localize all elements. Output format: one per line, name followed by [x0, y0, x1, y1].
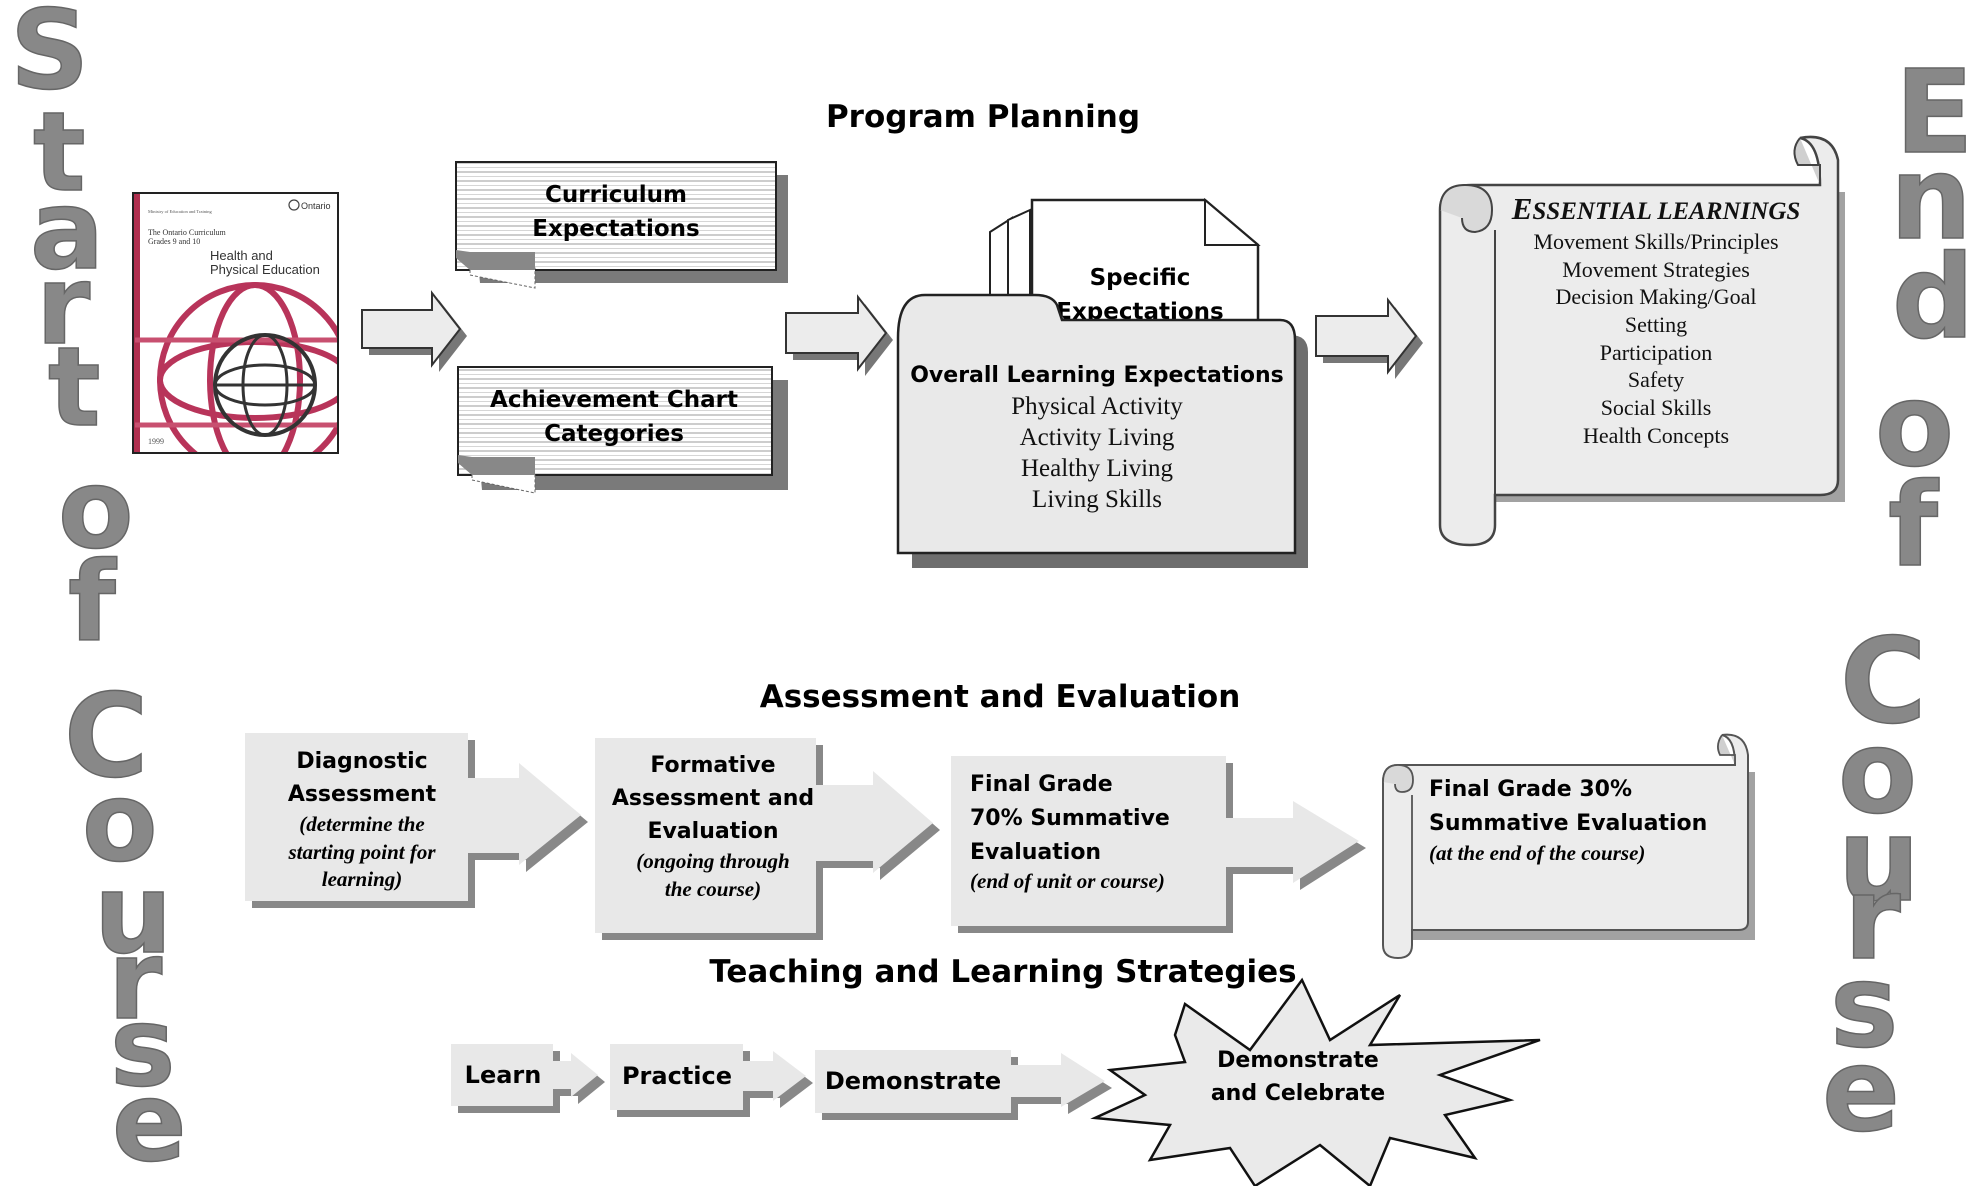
learn-callout: Learn	[451, 1044, 605, 1113]
celebrate-line1: Demonstrate	[1217, 1048, 1379, 1073]
final70-line3: Evaluation	[970, 840, 1101, 865]
essential-item-3: Decision Making/Goal	[1555, 284, 1756, 309]
start-letter-2: t	[33, 88, 86, 216]
essential-item-5: Participation	[1600, 340, 1712, 365]
book-title-line1: Health and	[210, 248, 273, 263]
celebrate-line2: and Celebrate	[1211, 1081, 1385, 1106]
curriculum-line1: Curriculum	[545, 182, 687, 208]
diagnostic-line1: Diagnostic	[296, 749, 427, 774]
essential-item-4: Setting	[1625, 312, 1687, 337]
essential-item-6: Safety	[1628, 367, 1684, 392]
arrow-folder-to-essential	[1315, 297, 1423, 379]
step-demonstrate: Demonstrate	[825, 1067, 1001, 1095]
overall-item-1: Physical Activity	[1011, 393, 1183, 420]
start-letter-6: o	[58, 445, 134, 573]
diagnostic-note3: learning)	[322, 867, 403, 891]
specific-line1: Specific	[1090, 265, 1191, 291]
final70-line2: 70% Summative	[970, 806, 1170, 831]
start-letter-5: t	[48, 323, 101, 451]
start-letter-4: r	[36, 241, 90, 369]
curriculum-expectations-card: Curriculum Expectations	[455, 161, 788, 289]
end-of-course-letters: E n d o f C o u r s e	[1821, 45, 1975, 1159]
start-letter-8: C	[64, 670, 148, 804]
final30-line1: Final Grade 30%	[1429, 777, 1632, 802]
essential-heading-cap: E	[1511, 191, 1533, 226]
demonstrate-and-celebrate-starburst: Demonstrate and Celebrate	[1090, 977, 1541, 1186]
end-letter-7: o	[1838, 706, 1917, 840]
book-series: The Ontario Curriculum	[148, 228, 227, 237]
achievement-line1: Achievement Chart	[490, 387, 738, 413]
book-grades: Grades 9 and 10	[148, 237, 200, 246]
start-letter-12: s	[110, 983, 175, 1111]
step-practice: Practice	[622, 1062, 732, 1090]
start-letter-13: e	[112, 1058, 187, 1186]
formative-assessment-box: Formative Assessment and Evaluation (ong…	[595, 738, 940, 940]
final30-note: (at the end of the course)	[1429, 841, 1645, 865]
book-ministry: Ministry of Education and Training	[148, 209, 212, 214]
start-letter-7: f	[68, 538, 117, 666]
formative-line1: Formative	[650, 753, 775, 778]
achievement-line2: Categories	[544, 421, 684, 447]
final70-note: (end of unit or course)	[970, 869, 1165, 893]
essential-item-2: Movement Strategies	[1562, 257, 1750, 282]
overall-heading: Overall Learning Expectations	[910, 363, 1284, 388]
essential-item-1: Movement Skills/Principles	[1533, 229, 1778, 254]
end-letter-4: o	[1875, 359, 1954, 493]
achievement-chart-card: Achievement Chart Categories	[457, 366, 788, 494]
overall-item-3: Healthy Living	[1021, 455, 1174, 482]
start-letter-9: o	[82, 758, 158, 886]
book-year: 1999	[148, 437, 164, 446]
end-letter-5: f	[1888, 459, 1940, 593]
end-letter-10: s	[1830, 940, 1898, 1074]
final-grade-70-box: Final Grade 70% Summative Evaluation (en…	[951, 756, 1366, 933]
diagnostic-line2: Assessment	[288, 782, 437, 807]
start-letter-10: u	[94, 850, 172, 978]
strategies-heading: Teaching and Learning Strategies	[709, 954, 1296, 990]
start-letter-3: a	[30, 166, 104, 294]
overall-item-4: Living Skills	[1032, 486, 1162, 513]
practice-callout: Practice	[610, 1044, 813, 1117]
final70-line1: Final Grade	[970, 772, 1113, 797]
step-learn: Learn	[465, 1061, 542, 1089]
end-letter-2: n	[1890, 132, 1972, 266]
end-letter-6: C	[1840, 612, 1927, 750]
formative-line2: Assessment and	[612, 786, 814, 811]
end-letter-3: d	[1892, 231, 1974, 365]
formative-note2: the course)	[665, 877, 761, 901]
essential-heading-rest: SSENTIAL LEARNINGS	[1532, 198, 1800, 225]
end-letter-1: E	[1895, 46, 1974, 180]
essential-learnings-scroll: ESSENTIAL LEARNINGS Movement Skills/Prin…	[1438, 135, 1845, 547]
formative-line3: Evaluation	[647, 819, 778, 844]
diagnostic-assessment-box: Diagnostic Assessment (determine the sta…	[245, 733, 588, 908]
final30-line2: Summative Evaluation	[1429, 811, 1707, 836]
book-title-line2: Physical Education	[210, 262, 320, 277]
arrow-expectations-to-folder	[785, 294, 893, 376]
curriculum-line2: Expectations	[532, 216, 700, 242]
curriculum-book-cover: Ministry of Education and Training Ontar…	[132, 192, 339, 454]
end-letter-8: u	[1838, 794, 1920, 928]
overall-item-2: Activity Living	[1020, 424, 1175, 451]
ontario-trillium-icon	[288, 199, 300, 211]
assessment-heading: Assessment and Evaluation	[760, 679, 1241, 715]
final-grade-30-scroll: Final Grade 30% Summative Evaluation (at…	[1382, 733, 1755, 960]
expectations-folder: Specific Expectations Overall Learning E…	[896, 197, 1308, 568]
end-letter-9: r	[1844, 852, 1901, 986]
essential-heading: ESSENTIAL LEARNINGS	[1511, 191, 1801, 226]
essential-item-8: Health Concepts	[1583, 423, 1729, 448]
start-letter-1: S	[10, 0, 89, 114]
essential-item-7: Social Skills	[1601, 395, 1712, 420]
start-letter-11: r	[108, 916, 162, 1044]
book-brand: Ontario	[301, 201, 331, 211]
formative-note1: (ongoing through	[636, 849, 789, 873]
end-letter-11: e	[1822, 1024, 1900, 1158]
demonstrate-callout: Demonstrate	[815, 1050, 1112, 1120]
diagnostic-note2: starting point for	[287, 840, 436, 864]
arrow-book-to-expectations	[361, 290, 467, 372]
start-of-course-letters: S t a r t o f C o u r s e	[9, 0, 187, 1186]
program-planning-heading: Program Planning	[826, 99, 1140, 135]
diagnostic-note1: (determine the	[299, 812, 424, 836]
